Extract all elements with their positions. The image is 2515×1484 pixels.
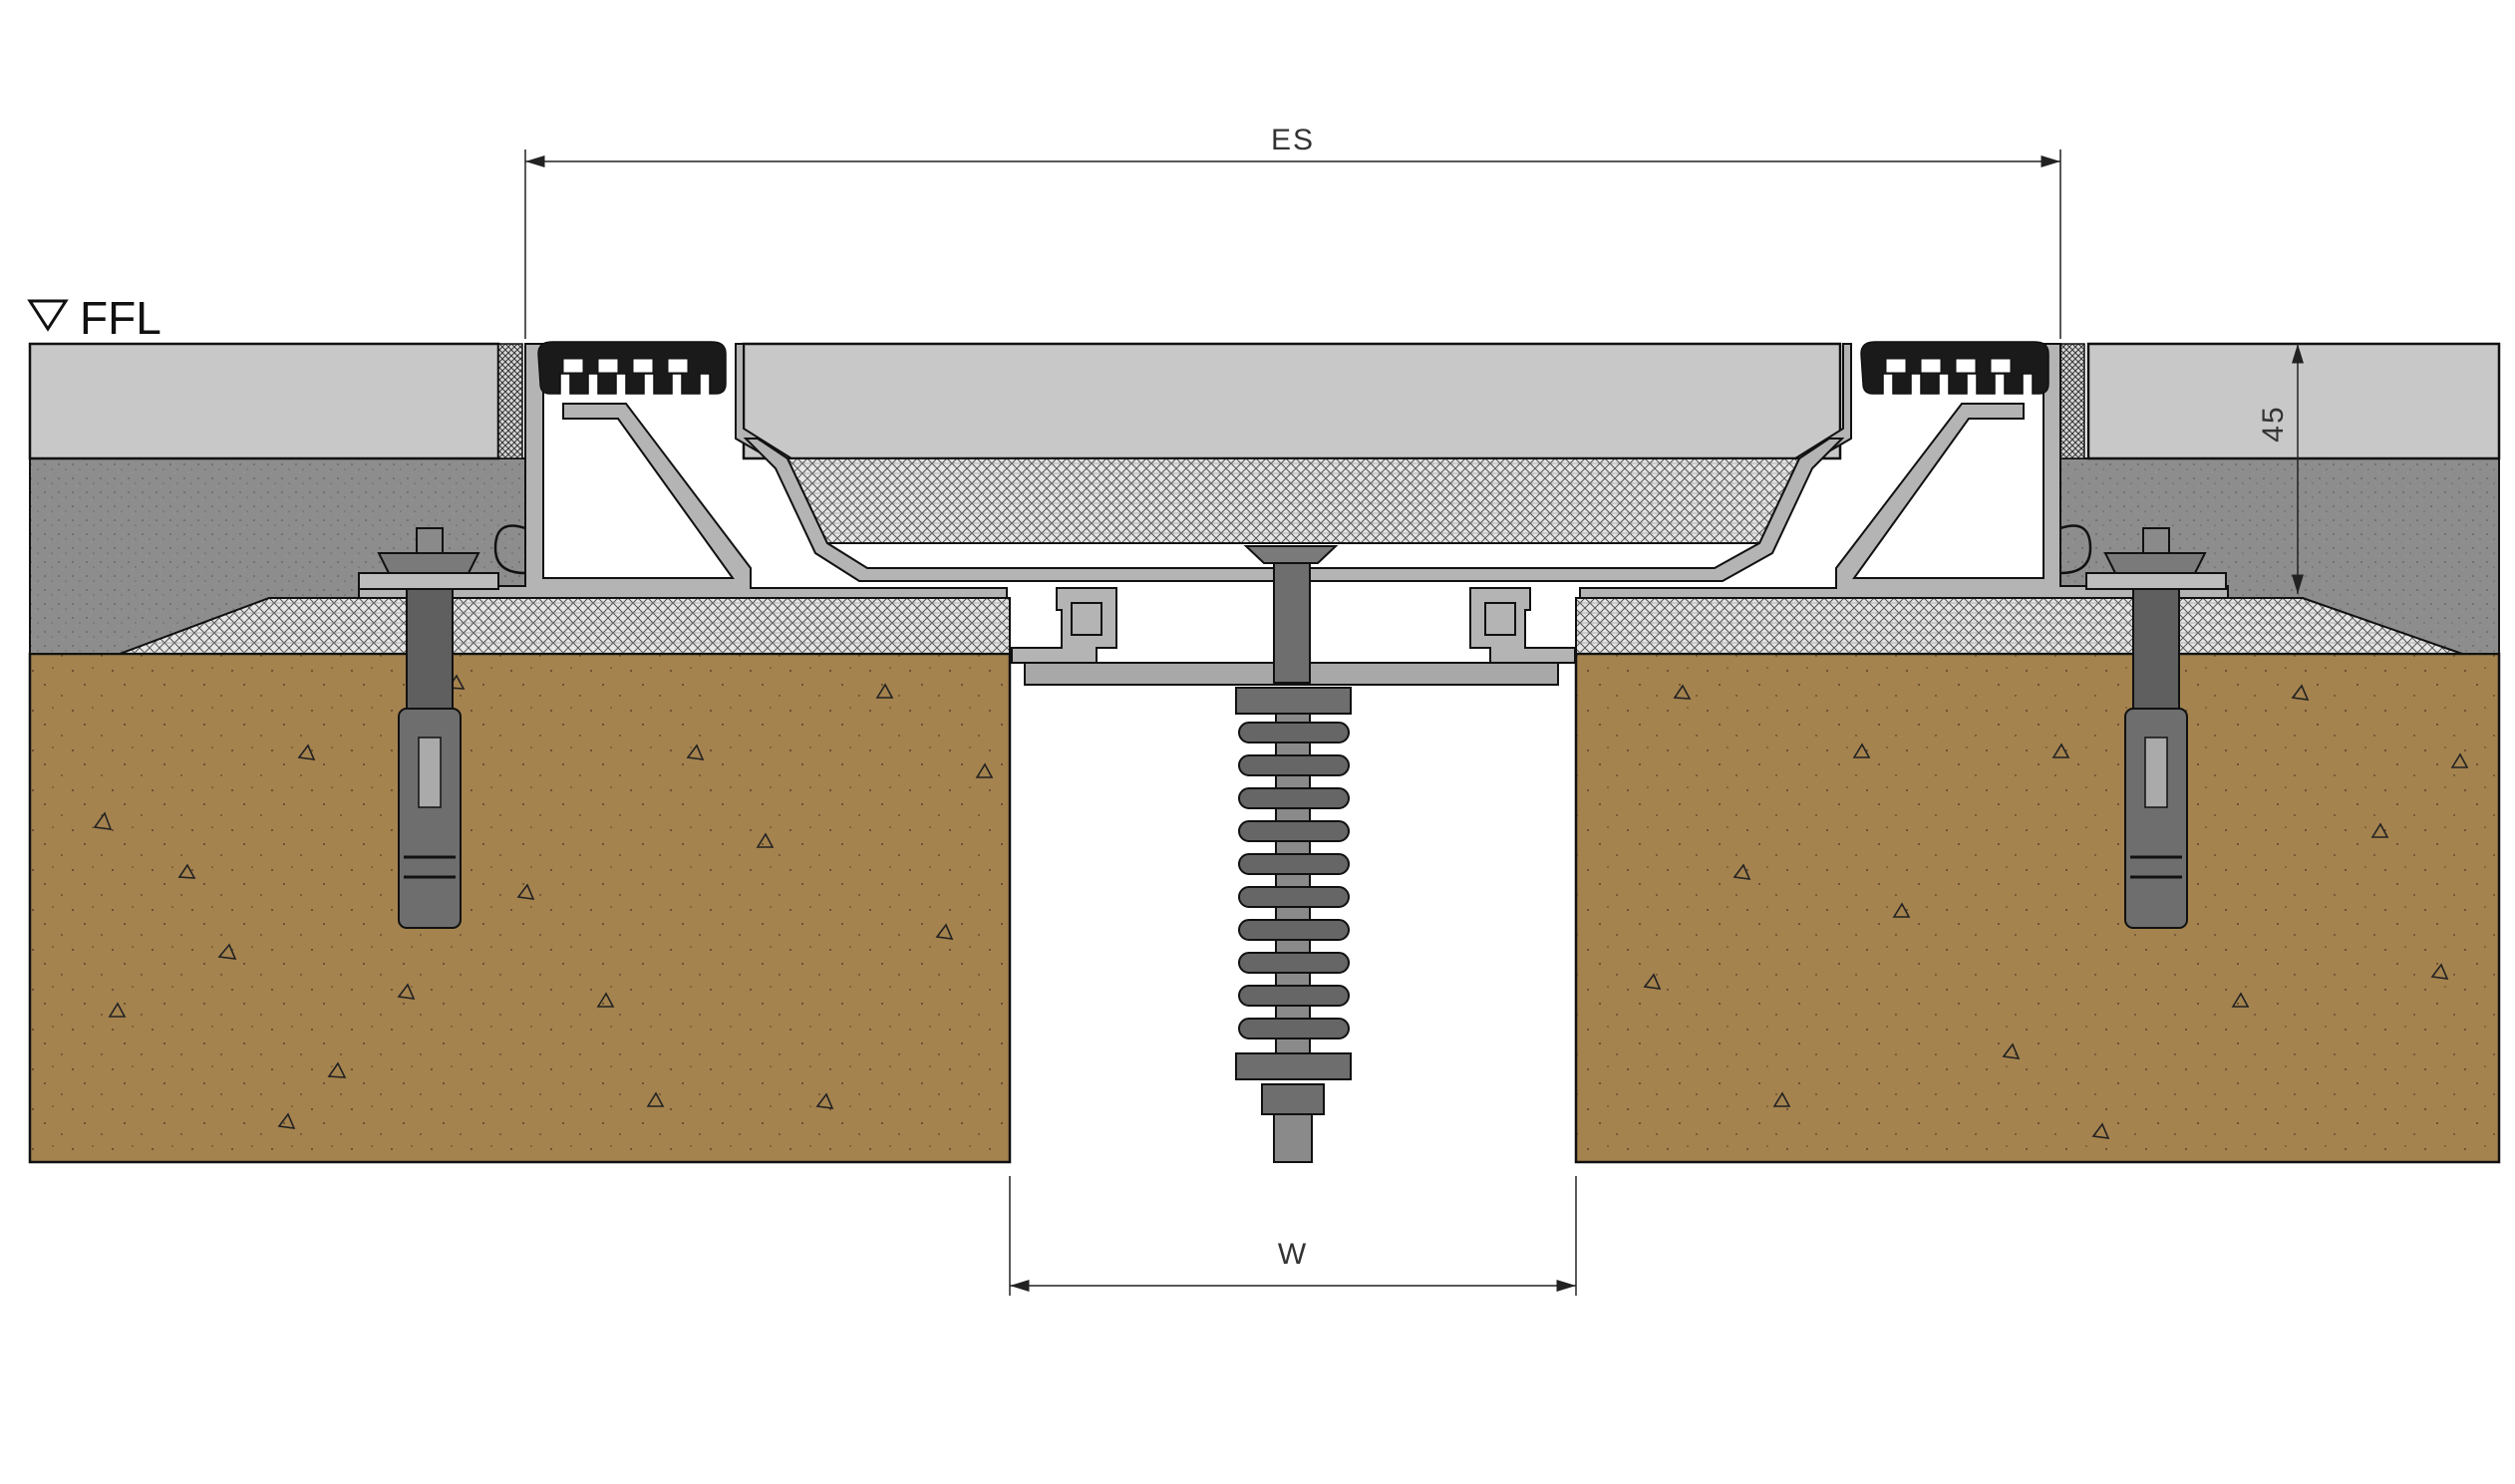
gasket-left (537, 341, 727, 395)
gasket-right (1860, 341, 2049, 395)
triangle-down-icon (27, 299, 69, 332)
centre-cover-tray (743, 438, 1845, 582)
dimension-height-label: 45 (2257, 405, 2290, 442)
dimension-height: 45 (2257, 344, 2304, 594)
anchor-bolt-left (358, 527, 499, 929)
level-marker: FFL (27, 292, 161, 344)
edge-sealant-left (497, 343, 523, 459)
substrate-left (28, 652, 1012, 1164)
mortar-bed-right (1575, 597, 2463, 655)
anchor-bolt-right (2085, 527, 2227, 929)
guide-rail-left (1011, 587, 1117, 664)
dimension-w: W (1009, 1176, 1577, 1296)
mortar-bed-left (119, 597, 1011, 655)
floor-finish-left (28, 342, 500, 460)
substrate-right (1574, 652, 2501, 1164)
edge-sealant-right (2059, 343, 2085, 459)
floor-finish-right (2086, 342, 2501, 460)
floor-finish-centre (742, 342, 1842, 460)
guide-rail-right (1469, 587, 1576, 664)
spring-bolt-assembly (1235, 545, 1352, 1163)
dimension-es-label: ES (1271, 124, 1315, 156)
level-marker-label: FFL (80, 292, 161, 344)
dimension-w-label: W (1278, 1238, 1308, 1271)
aggregate-marks (93, 674, 2469, 1139)
dimension-es: ES (524, 124, 2061, 339)
